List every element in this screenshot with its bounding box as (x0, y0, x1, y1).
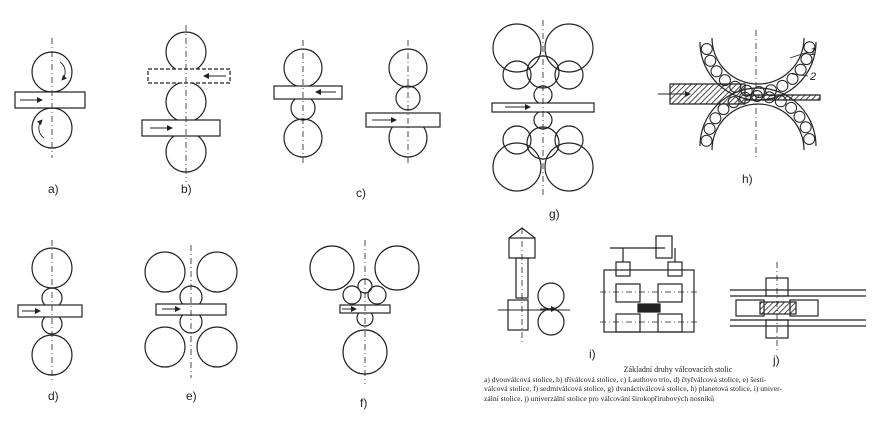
stand-i-universal (498, 227, 570, 345)
stand-a-two-high (14, 38, 86, 158)
planetary-roll (803, 41, 816, 54)
callout-2: 2 (809, 71, 816, 83)
caption-line-1: a) dvouválcová stolice, b) tříválcová st… (484, 374, 767, 384)
planetary-roll (709, 112, 722, 125)
caption-line-2: válcová stolice, f) sedmiválcová stolice… (484, 384, 783, 394)
planetary-roll (740, 84, 753, 97)
label-a: a) (48, 182, 59, 196)
stand-g-twelve-high (491, 20, 595, 198)
planetary-roll (803, 133, 816, 145)
planetary-roll (799, 121, 812, 134)
planetary-roll (765, 84, 777, 97)
planetary-roll (703, 122, 716, 135)
planetary-roll (776, 79, 789, 92)
label-h: h) (742, 172, 753, 186)
label-b: b) (181, 182, 192, 196)
planetary-roll (793, 110, 806, 123)
label-g: g) (549, 207, 560, 221)
planetary-roll (704, 54, 717, 67)
figure-labels: a) b) c) d) e) f) g) h) i) j) 1 2 (48, 46, 816, 410)
stand-c-lauth-trio (273, 40, 441, 165)
planetary-roll (751, 90, 764, 102)
planetary-roll (727, 96, 740, 109)
stand-h-planetary (658, 30, 821, 160)
planetary-roll (717, 103, 730, 116)
label-e: e) (186, 389, 197, 403)
planetary-roll (785, 101, 798, 114)
callout-1: 1 (810, 46, 816, 58)
planetary-roll (729, 80, 742, 93)
planetary-roll (774, 95, 787, 108)
stand-j-wide-flange (730, 262, 866, 352)
label-f: f) (360, 396, 367, 410)
caption-line-3: zální stolice, j) univerzální stolice pr… (484, 393, 715, 403)
planetary-roll (786, 72, 799, 85)
label-d: d) (48, 389, 59, 403)
figure-caption: Základní druhy válcovacích stolic a) dvo… (484, 365, 872, 403)
planetary-roll (800, 53, 813, 66)
stand-d-four-high (17, 240, 83, 383)
stand-i-universal-front (600, 235, 700, 333)
planetary-roll (710, 65, 723, 78)
planetary-roll (700, 134, 713, 147)
planetary-roll (763, 91, 776, 104)
planetary-roll (794, 63, 807, 76)
planetary-roll (700, 43, 713, 55)
caption-title: Základní druhy válcovacích stolic (623, 365, 733, 374)
planetary-roll (739, 91, 751, 104)
stand-b-three-high (141, 25, 231, 182)
stand-f-seven-high (309, 240, 420, 384)
label-c: c) (356, 186, 366, 200)
planetary-roll (718, 74, 731, 87)
label-i: i) (589, 347, 596, 361)
planetary-rolls (700, 41, 816, 147)
stand-e-six-high (144, 245, 238, 378)
label-j: j) (772, 353, 780, 367)
